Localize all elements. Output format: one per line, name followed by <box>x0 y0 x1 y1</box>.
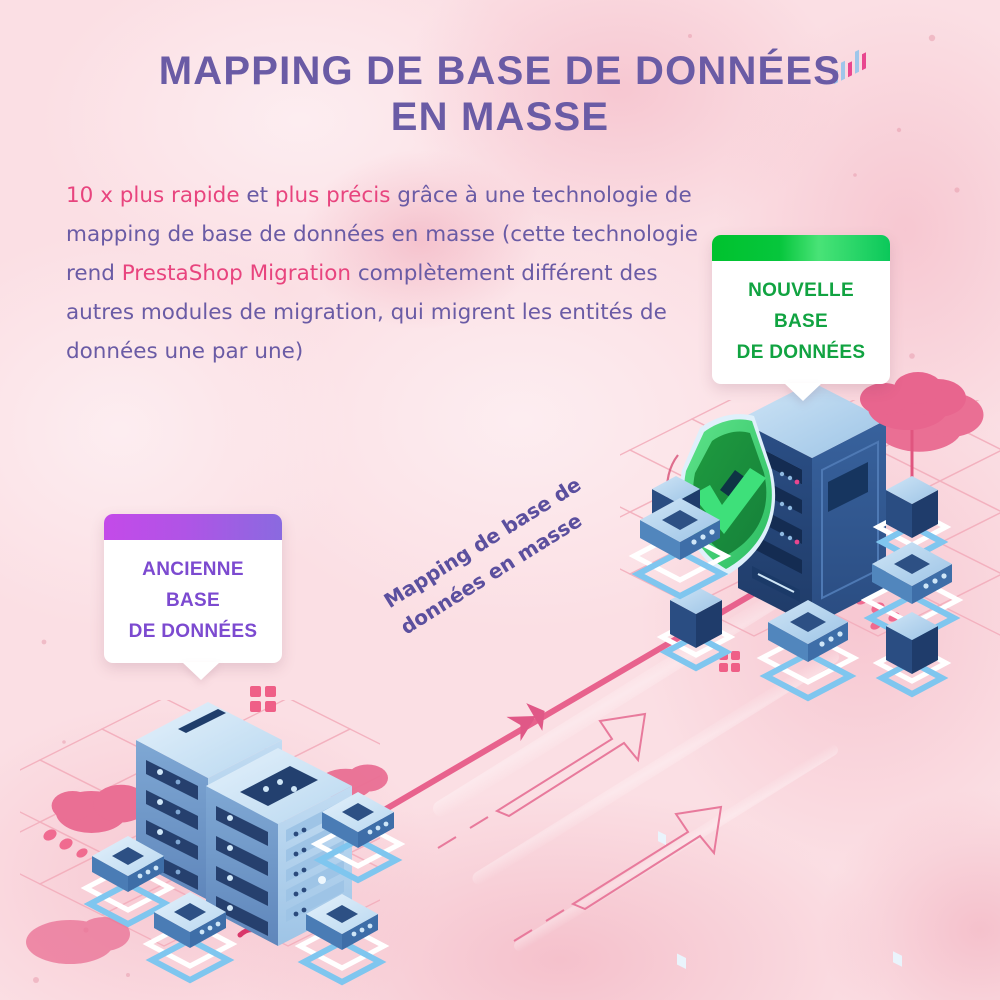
highlight-product-name: PrestaShop Migration <box>121 261 351 286</box>
new-database-label-line-1: NOUVELLE BASE <box>748 280 854 332</box>
outline-arrow-2 <box>513 805 723 942</box>
disk-node-right-2 <box>628 498 732 600</box>
paragraph-seg-2: et <box>239 183 275 208</box>
highlight-speed: 10 x plus rapide <box>66 183 240 208</box>
page-title-line-1: MAPPING DE BASE DE DONNÉES <box>158 49 842 93</box>
old-database-card-body: ANCIENNE BASE DE DONNÉES <box>104 540 282 663</box>
page-title-line-2: EN MASSE <box>390 95 610 139</box>
cube-node-right-1 <box>872 476 952 967</box>
new-database-card-header <box>712 235 890 261</box>
cloud-icon-right <box>860 372 966 430</box>
page-title: MAPPING DE BASE DE DONNÉES EN MASSE <box>0 48 1000 140</box>
chart-icon <box>828 49 868 512</box>
disk-node-left-4 <box>142 892 238 984</box>
old-database-card-header <box>104 514 282 540</box>
new-database-label-line-2: DE DONNÉES <box>736 342 866 363</box>
old-database-label-line-1: ANCIENNE BASE <box>142 559 244 611</box>
description-paragraph: 10 x plus rapide et plus précis grâce à … <box>66 176 726 371</box>
disk-node-right-1 <box>860 542 964 644</box>
disk-node-left-3 <box>310 792 406 884</box>
paragraph-seg-4: grâce à une technologie de mapping de ba… <box>66 183 699 286</box>
new-database-card-pointer <box>784 383 822 401</box>
highlight-precision: plus précis <box>274 183 391 208</box>
new-database-card: NOUVELLE BASE DE DONNÉES <box>712 235 890 401</box>
paragraph-seg-6: complètement différent des autres module… <box>66 261 667 364</box>
disk-node-left-1 <box>80 836 176 928</box>
server-rack-b <box>206 748 352 946</box>
data-flow-arrowhead <box>506 703 545 742</box>
outline-arrow-1 <box>437 712 647 849</box>
cube-node-right-3 <box>656 586 736 970</box>
disk-node-left-2 <box>294 894 390 986</box>
old-database-label-line-2: DE DONNÉES <box>128 621 258 642</box>
cube-node-right-2 <box>872 612 952 698</box>
disk-node-right-3 <box>756 600 860 702</box>
old-database-card-pointer <box>182 662 220 680</box>
new-database-card-body: NOUVELLE BASE DE DONNÉES <box>712 261 890 384</box>
old-database-card: ANCIENNE BASE DE DONNÉES <box>104 514 282 680</box>
